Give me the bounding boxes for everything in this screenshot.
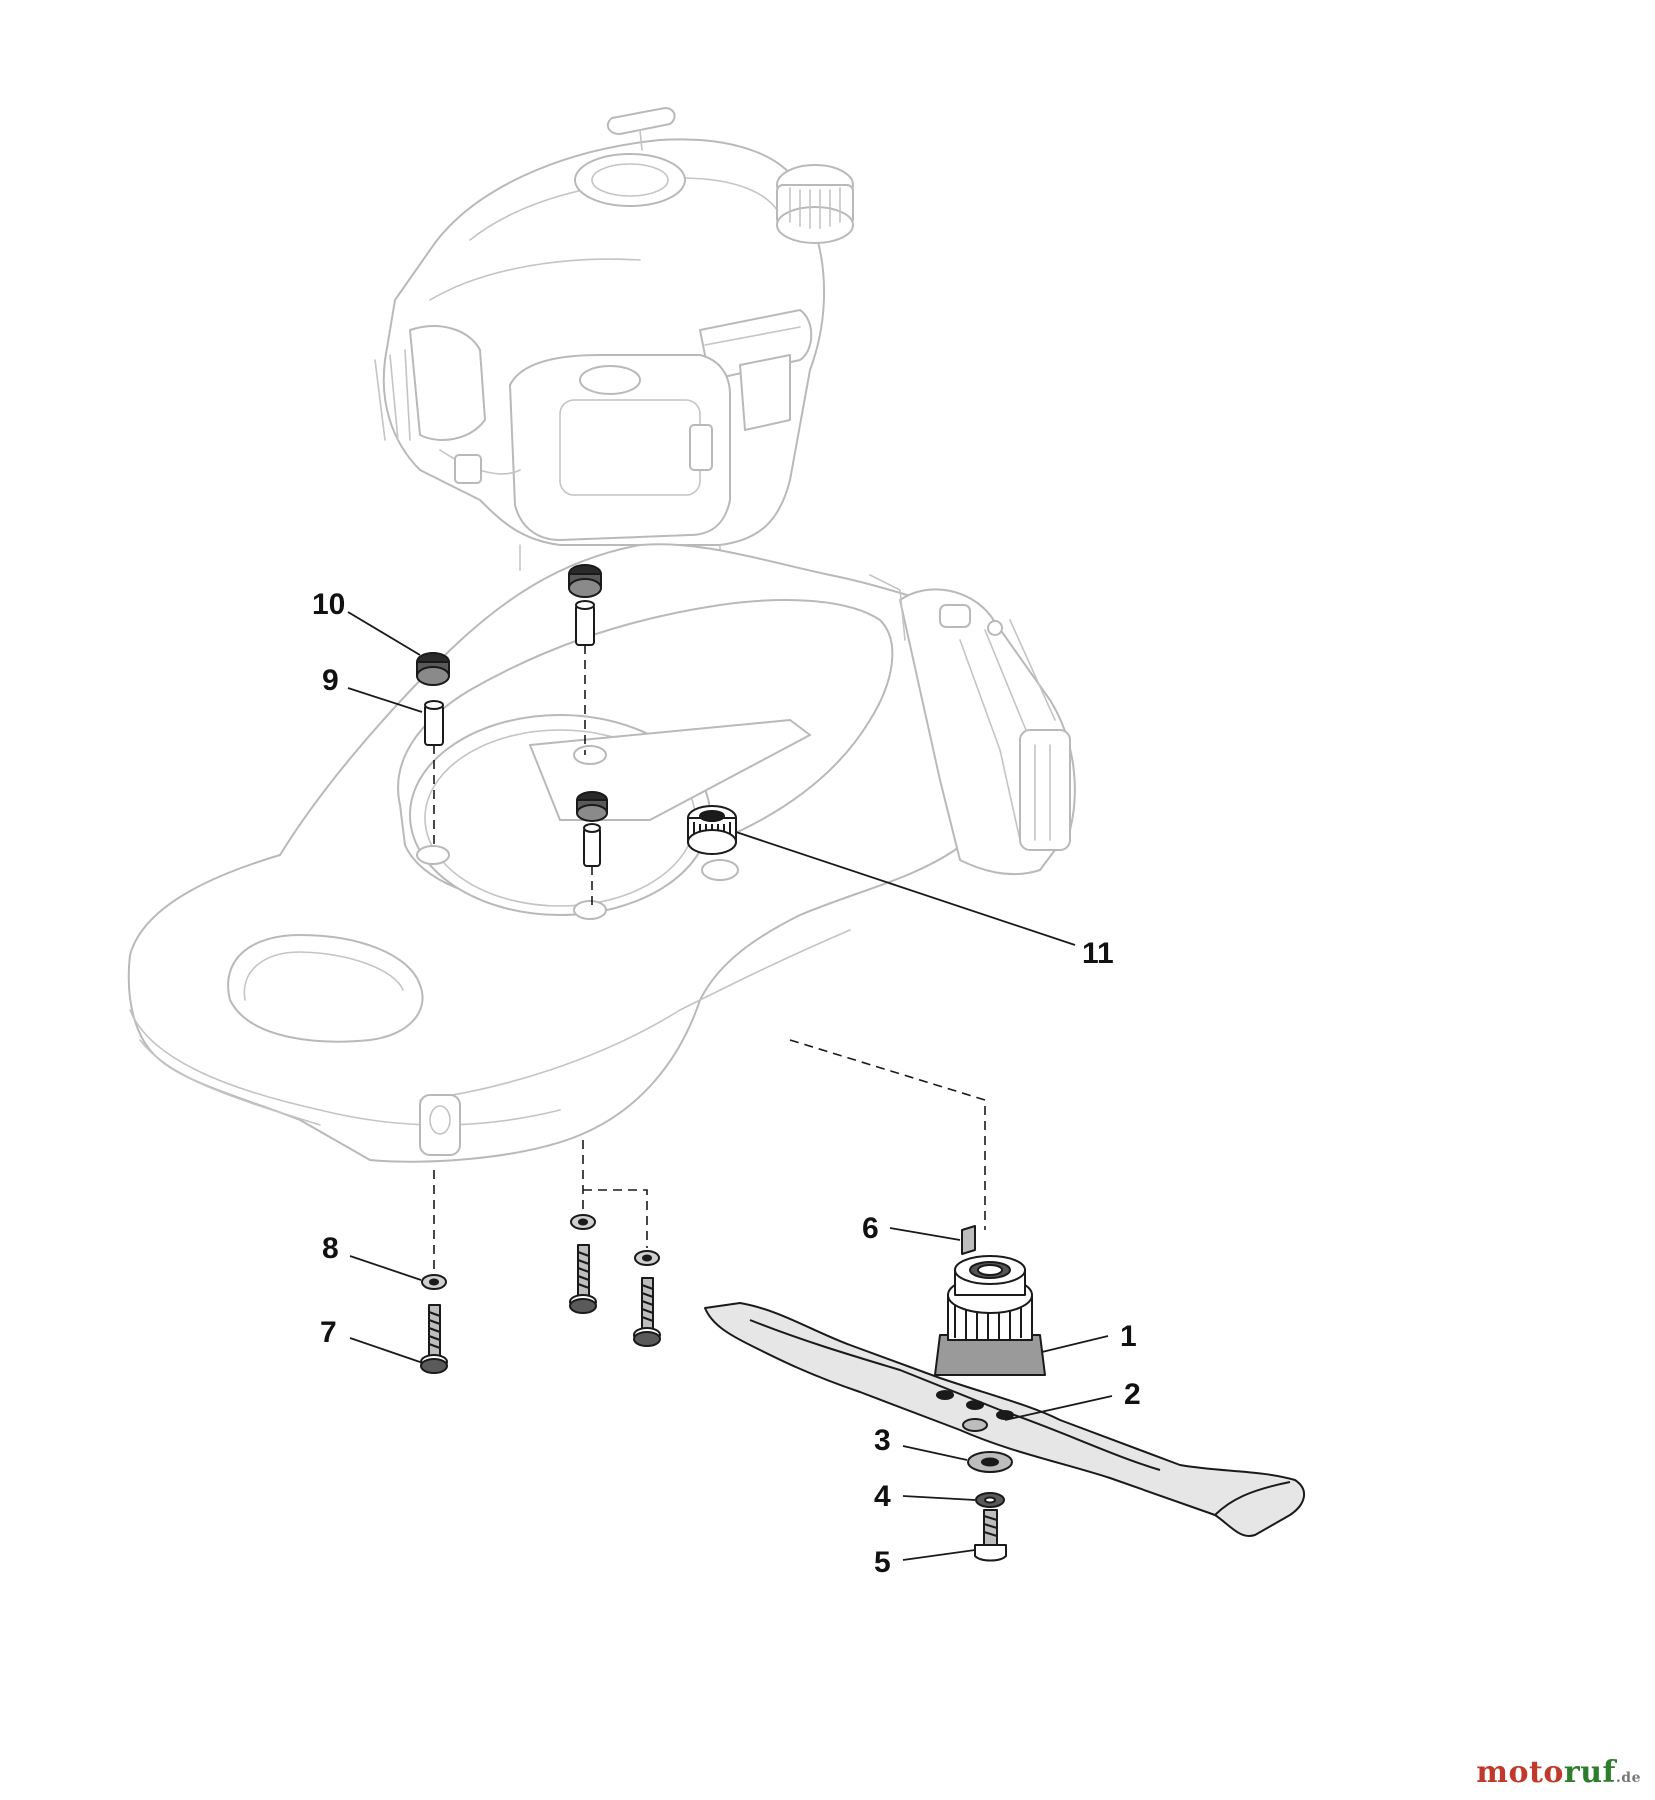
watermark-logo: motoruf.de (1476, 1755, 1641, 1790)
callout-6: 6 (862, 1212, 879, 1245)
lock-washer-part-4 (975, 1492, 1005, 1508)
washer-part-8 (570, 1214, 596, 1230)
flange-nut-part-10 (576, 791, 608, 822)
bolt-part-5 (974, 1509, 1007, 1562)
washer-part-3 (967, 1451, 1013, 1473)
key-part-6 (961, 1225, 976, 1255)
callout-8: 8 (322, 1232, 339, 1265)
bushing-part-11 (687, 805, 737, 855)
flange-nut-part-10 (568, 564, 602, 598)
spacer-part-9 (575, 600, 595, 646)
bolt-part-7 (420, 1304, 448, 1374)
bolt-part-7 (569, 1244, 597, 1314)
engine-illustration (374, 107, 854, 571)
callout-2: 2 (1124, 1378, 1141, 1411)
callout-5: 5 (874, 1546, 891, 1579)
blade-part-2 (704, 1302, 1305, 1537)
blade-adapter-part-1 (934, 1255, 1046, 1376)
spacer-part-9 (424, 700, 444, 746)
callout-9: 9 (322, 664, 339, 697)
watermark-part-1: moto (1476, 1755, 1564, 1790)
leader-lines (347, 611, 1113, 1561)
watermark-tld: .de (1615, 1770, 1641, 1786)
callout-11: 11 (1082, 937, 1114, 970)
mower-deck-illustration (127, 543, 1076, 1163)
watermark-part-2: ruf (1563, 1755, 1616, 1790)
flange-nut-part-10 (416, 652, 450, 686)
bolt-part-7 (633, 1277, 661, 1347)
callout-7: 7 (320, 1316, 337, 1349)
callouts: 10 9 11 6 1 2 3 4 5 8 7 (312, 588, 1141, 1579)
washer-part-8 (421, 1274, 447, 1290)
callout-3: 3 (874, 1424, 891, 1457)
assembly-lines (433, 645, 986, 1272)
callout-1: 1 (1120, 1320, 1137, 1353)
spacer-part-9 (583, 823, 601, 867)
callout-4: 4 (874, 1480, 891, 1513)
washer-part-8 (634, 1250, 660, 1266)
callout-10: 10 (312, 588, 345, 621)
